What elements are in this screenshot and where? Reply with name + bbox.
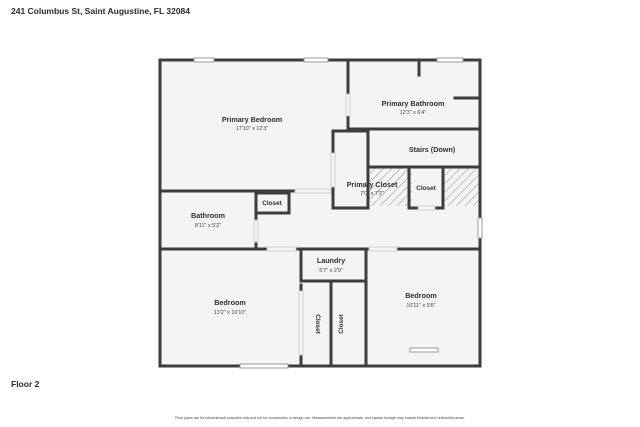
room-closet-vertical-2: Closet bbox=[338, 313, 345, 333]
svg-text:Primary Bedroom: Primary Bedroom bbox=[222, 115, 282, 124]
walls bbox=[158, 58, 482, 368]
svg-text:Closet: Closet bbox=[338, 313, 345, 333]
svg-text:Laundry: Laundry bbox=[317, 256, 345, 265]
room-primary-closet: Primary Closet 7'0" x 7'2" bbox=[347, 180, 398, 197]
door-openings bbox=[253, 93, 436, 356]
svg-text:Primary Closet: Primary Closet bbox=[347, 180, 398, 189]
svg-text:Closet: Closet bbox=[314, 314, 321, 334]
svg-text:17'10" x 12'3": 17'10" x 12'3" bbox=[236, 126, 269, 132]
room-primary-bedroom: Primary Bedroom 17'10" x 12'3" bbox=[222, 115, 282, 132]
floor-area bbox=[160, 60, 480, 366]
room-bedroom-left: Bedroom 13'2" x 10'10" bbox=[214, 298, 247, 316]
room-laundry: Laundry 5'7" x 2'9" bbox=[317, 256, 345, 274]
room-closet-bath: Closet bbox=[262, 200, 282, 207]
svg-text:Stairs (Down): Stairs (Down) bbox=[409, 145, 456, 154]
svg-text:13'2" x 10'10": 13'2" x 10'10" bbox=[214, 310, 247, 316]
svg-text:8'11" x 5'2": 8'11" x 5'2" bbox=[195, 223, 221, 229]
room-primary-bathroom: Primary Bathroom 12'3" x 6'4" bbox=[382, 99, 445, 116]
room-bathroom: Bathroom 8'11" x 5'2" bbox=[191, 211, 225, 229]
svg-text:Bedroom: Bedroom bbox=[405, 291, 437, 300]
svg-text:Primary Bathroom: Primary Bathroom bbox=[382, 99, 445, 108]
svg-text:5'7" x 2'9": 5'7" x 2'9" bbox=[319, 268, 343, 274]
svg-text:Closet: Closet bbox=[416, 185, 436, 192]
svg-text:Bathroom: Bathroom bbox=[191, 211, 225, 220]
svg-text:7'0" x 7'2": 7'0" x 7'2" bbox=[360, 191, 384, 197]
svg-text:Bedroom: Bedroom bbox=[214, 298, 246, 307]
property-address: 241 Columbus St, Saint Augustine, FL 320… bbox=[11, 6, 191, 16]
disclaimer: Floor plans are for informational purpos… bbox=[175, 416, 465, 420]
room-bedroom-right: Bedroom 10'11" x 9'6" bbox=[405, 291, 437, 309]
svg-text:12'3" x 6'4": 12'3" x 6'4" bbox=[400, 110, 427, 116]
floor-label: Floor 2 bbox=[11, 379, 40, 389]
room-stairs: Stairs (Down) bbox=[409, 145, 456, 154]
room-closet-right: Closet bbox=[416, 185, 436, 192]
svg-text:10'11" x 9'6": 10'11" x 9'6" bbox=[406, 303, 435, 309]
svg-text:Closet: Closet bbox=[262, 200, 282, 207]
windows bbox=[193, 57, 483, 369]
room-closet-vertical-1: Closet bbox=[314, 314, 321, 334]
